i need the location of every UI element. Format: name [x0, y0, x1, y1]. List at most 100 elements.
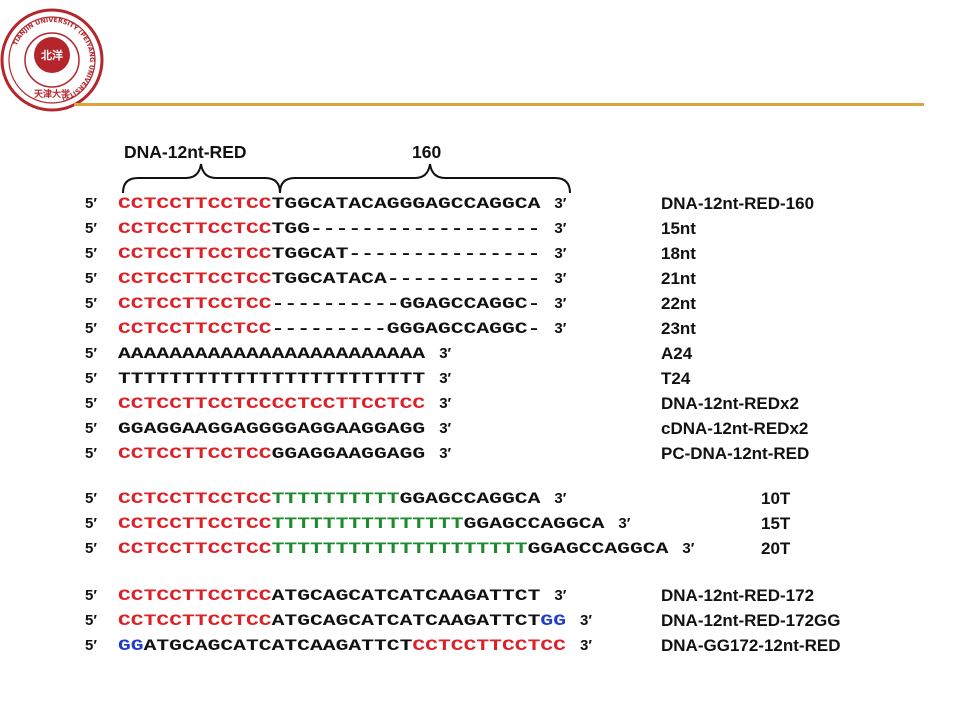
sequence-name: T24 [661, 369, 691, 388]
five-prime-label: 5′ [85, 220, 97, 237]
sequence-segment-red: CCTCCTTCCTCC [118, 490, 272, 508]
sequence-name: DNA-GG172-12nt-RED [661, 636, 840, 655]
five-prime-label: 5′ [85, 270, 97, 287]
five-prime-label: 5′ [85, 370, 97, 387]
three-prime-label: 3′ [554, 587, 566, 604]
sequence-name: cDNA-12nt-REDx2 [661, 419, 808, 438]
sequence-segment-black: ATGCAGCATCATCAAGATTCT [272, 612, 541, 630]
sequence-segment-green: TTTTTTTTTTTTTTT [272, 515, 464, 533]
sequence-segment-red: CCTCCTTCCTCC [118, 515, 272, 533]
sequence-name: DNA-12nt-REDx2 [661, 394, 799, 413]
five-prime-label: 5′ [85, 345, 97, 362]
five-prime-label: 5′ [85, 395, 97, 412]
university-seal-logo: TIANJIN UNIVERSITY (PEIYANG UNIVERSITY) … [0, 8, 104, 112]
sequence-t24: TTTTTTTTTTTTTTTTTTTTTTTT [118, 370, 425, 388]
sequence-segment-black: AAAAAAAAAAAAAAAAAAAAAAAA [118, 345, 426, 363]
sequence-segment-red: CCTCCTTCCTCC [118, 245, 272, 263]
sequence-dna-12nt-redx2: CCTCCTTCCTCCCCTCCTTCCTCC [118, 395, 425, 413]
sequence-segment-black: TGGCATACA------------ [272, 270, 541, 288]
sequence-segment-red: CCTCCTTCCTCCCCTCCTTCCTCC [118, 395, 425, 413]
three-prime-label: 3′ [554, 220, 566, 237]
sequence-name: DNA-12nt-RED-172 [661, 586, 814, 605]
sequence-segment-red: CCTCCTTCCTCC [412, 637, 566, 655]
bracket-12nt [122, 163, 281, 194]
three-prime-label: 3′ [554, 295, 566, 312]
sequence-segment-red: CCTCCTTCCTCC [118, 320, 272, 338]
sequence-a24: AAAAAAAAAAAAAAAAAAAAAAAA [118, 345, 426, 363]
sequence-name: 18nt [661, 244, 696, 263]
sequence-segment-blue: GG [540, 612, 566, 630]
sequence-segment-black: GGAGGAAGGAGGGGAGGAAGGAGG [118, 420, 425, 438]
header-divider [74, 103, 924, 106]
sequence-segment-black: ATGCAGCATCATCAAGATTCT [272, 587, 541, 605]
five-prime-label: 5′ [85, 295, 97, 312]
seal-center-text: 北洋 [41, 48, 63, 62]
three-prime-label: 3′ [439, 370, 451, 387]
sequence-23nt: CCTCCTTCCTCC---------GGGAGCCAGGC- [118, 320, 540, 338]
sequence-segment-black: GGAGCCAGGCA [464, 515, 606, 533]
sequence-segment-black: TGGCAT--------------- [272, 245, 541, 263]
sequence-segment-red: CCTCCTTCCTCC [118, 220, 272, 238]
five-prime-label: 5′ [85, 612, 97, 629]
three-prime-label: 3′ [554, 320, 566, 337]
sequence-segment-green: TTTTTTTTTTTTTTTTTTTT [272, 540, 528, 558]
sequence-name: 21nt [661, 269, 696, 288]
sequence-segment-red: CCTCCTTCCTCC [118, 587, 272, 605]
five-prime-label: 5′ [85, 490, 97, 507]
sequence-name: 10T [761, 489, 791, 508]
three-prime-label: 3′ [554, 195, 566, 212]
seal-bottom-text: 天津大学 [34, 88, 70, 100]
sequence-segment-green: TTTTTTTTTT [272, 490, 400, 508]
sequence-name: 22nt [661, 294, 696, 313]
bracket-label-dna-12nt-red: DNA-12nt-RED [124, 142, 247, 162]
sequence-segment-red: CCTCCTTCCTCC [118, 540, 272, 558]
five-prime-label: 5′ [85, 320, 97, 337]
bracket-160 [279, 163, 571, 194]
sequence-segment-blue: GG [118, 637, 144, 655]
three-prime-label: 3′ [439, 445, 451, 462]
five-prime-label: 5′ [85, 195, 97, 212]
sequence-segment-black: TTTTTTTTTTTTTTTTTTTTTTTT [118, 370, 425, 388]
sequence-segment-black: ----------GGAGCCAGGC- [272, 295, 541, 313]
sequence-segment-red: CCTCCTTCCTCC [118, 295, 272, 313]
three-prime-label: 3′ [554, 490, 566, 507]
sequence-name: 23nt [661, 319, 696, 338]
three-prime-label: 3′ [439, 395, 451, 412]
three-prime-label: 3′ [682, 540, 694, 557]
sequence-cdna-12nt-redx2: GGAGGAAGGAGGGGAGGAAGGAGG [118, 420, 425, 438]
three-prime-label: 3′ [439, 420, 451, 437]
five-prime-label: 5′ [85, 637, 97, 654]
sequence-segment-red: CCTCCTTCCTCC [118, 445, 272, 463]
three-prime-label: 3′ [580, 612, 592, 629]
sequence-segment-black: GGAGCCAGGCA [528, 540, 670, 558]
five-prime-label: 5′ [85, 587, 97, 604]
three-prime-label: 3′ [554, 245, 566, 262]
sequence-segment-red: CCTCCTTCCTCC [118, 270, 272, 288]
seal-year: 1895 [44, 65, 59, 72]
three-prime-label: 3′ [554, 270, 566, 287]
sequence-segment-black: GGAGCCAGGCA [400, 490, 542, 508]
sequence-name: DNA-12nt-RED-160 [661, 194, 814, 213]
sequence-segment-red: CCTCCTTCCTCC [118, 612, 272, 630]
three-prime-label: 3′ [618, 515, 630, 532]
sequence-segment-black: TGG------------------ [272, 220, 541, 238]
five-prime-label: 5′ [85, 420, 97, 437]
sequence-segment-black: GGAGGAAGGAGG [272, 445, 426, 463]
sequence-22nt: CCTCCTTCCTCC----------GGAGCCAGGC- [118, 295, 540, 313]
sequence-segment-red: CCTCCTTCCTCC [118, 195, 272, 213]
sequence-segment-black: ATGCAGCATCATCAAGATTCT [144, 637, 413, 655]
five-prime-label: 5′ [85, 245, 97, 262]
three-prime-label: 3′ [439, 345, 451, 362]
three-prime-label: 3′ [580, 637, 592, 654]
five-prime-label: 5′ [85, 445, 97, 462]
